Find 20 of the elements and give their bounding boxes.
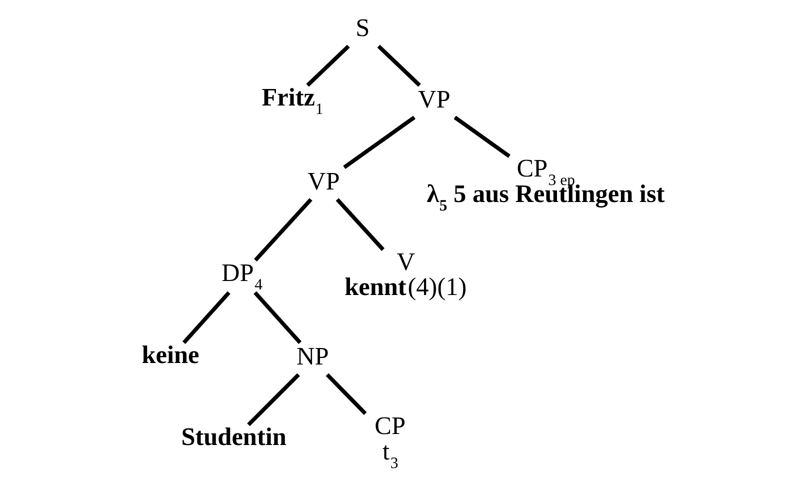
node-text: S [355,14,370,42]
connector [342,116,415,170]
connector [376,44,420,87]
node-text: Studentin [180,423,286,452]
node-text: V kennt(4)(1) [344,248,466,302]
node-text: VP [307,167,340,196]
node-text: CP t$_{3}$ [374,412,405,472]
node-text: keine [141,341,199,370]
node-text: DP$_{4}$ [220,258,262,294]
connector [335,198,384,251]
connector [453,116,510,158]
node-text: VP [418,85,450,114]
node-text: Fritz$_{1}$ [261,84,323,118]
connector [325,373,366,415]
connector [253,291,302,344]
connector [253,198,312,262]
connector [246,373,300,426]
connector [306,44,350,87]
node-text: NP [296,342,328,371]
connector [182,291,230,344]
